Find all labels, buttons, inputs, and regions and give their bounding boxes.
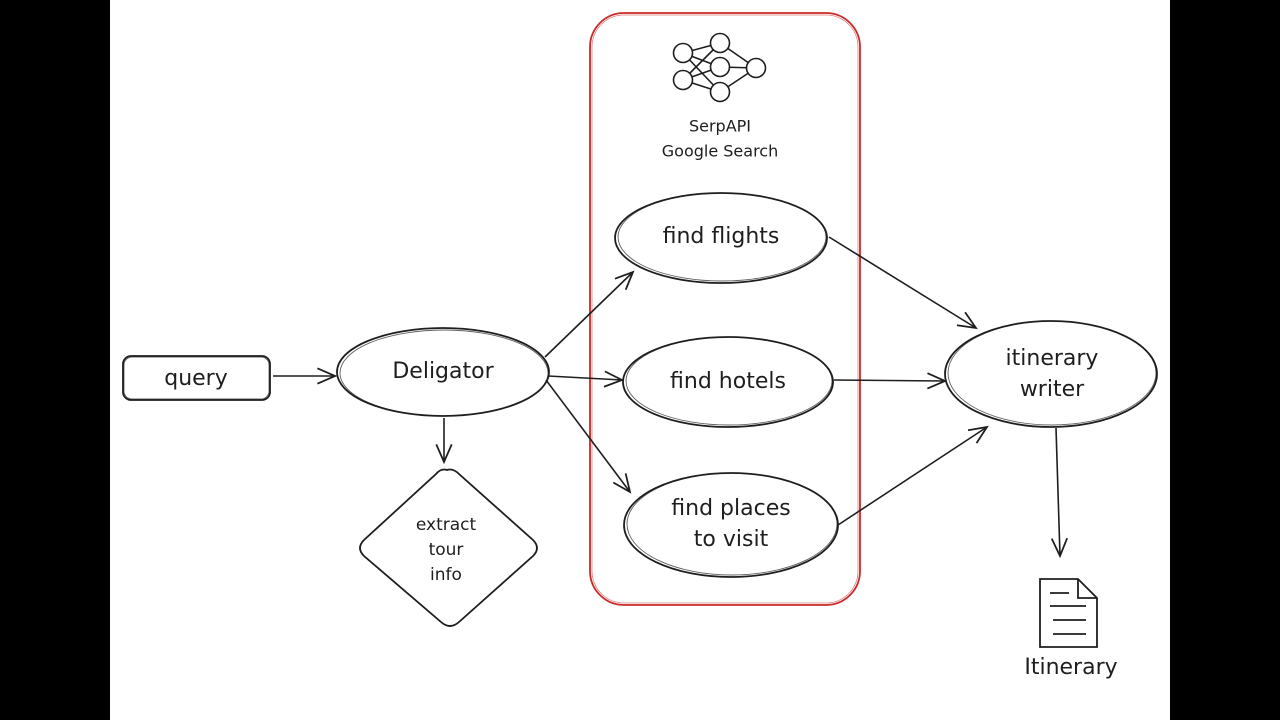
itinerary-writer-label-line2: writer xyxy=(1020,377,1085,402)
edge-delegator-flights xyxy=(544,270,635,358)
find-places-node[interactable]: find places to visit xyxy=(623,472,839,578)
find-hotels-label: find hotels xyxy=(670,369,786,394)
serpapi-title: SerpAPI xyxy=(689,117,751,136)
edge-delegator-places xyxy=(545,379,632,494)
edge-flights-writer xyxy=(828,236,978,330)
query-node[interactable]: query xyxy=(122,355,271,401)
serpapi-group-border-sketch xyxy=(591,14,859,604)
find-places-label-line2: to visit xyxy=(694,527,769,552)
edge-delegator-hotels xyxy=(547,370,625,388)
query-label: query xyxy=(164,366,228,391)
diagram-canvas xyxy=(110,0,1170,720)
itinerary-writer-node[interactable]: itinerary writer xyxy=(944,320,1158,428)
delegator-node[interactable]: Deligator xyxy=(336,327,550,417)
edges xyxy=(273,236,1068,559)
find-hotels-node[interactable]: find hotels xyxy=(622,336,834,428)
edge-hotels-writer xyxy=(833,372,948,390)
delegator-label: Deligator xyxy=(392,359,494,384)
find-places-label-line1: find places xyxy=(671,496,790,521)
itinerary-writer-label-line1: itinerary xyxy=(1006,346,1099,371)
extract-label-line1: extract xyxy=(416,515,477,535)
itinerary-output-label: Itinerary xyxy=(1024,655,1117,680)
edge-places-writer xyxy=(837,425,989,526)
document-icon xyxy=(1039,578,1098,648)
extract-tour-info-node[interactable]: extract tour info xyxy=(359,468,538,627)
serpapi-group: SerpAPI Google Search xyxy=(589,12,861,606)
extract-label-line3: info xyxy=(430,565,462,585)
itinerary-output-node[interactable]: Itinerary xyxy=(1024,578,1118,680)
serpapi-group-border xyxy=(589,12,861,606)
extract-label-line2: tour xyxy=(429,540,464,560)
find-flights-label: find flights xyxy=(663,224,780,249)
google-search-title: Google Search xyxy=(662,142,778,161)
edge-writer-output xyxy=(1050,427,1068,559)
find-flights-node[interactable]: find flights xyxy=(614,192,828,284)
neural-network-icon xyxy=(672,32,767,103)
